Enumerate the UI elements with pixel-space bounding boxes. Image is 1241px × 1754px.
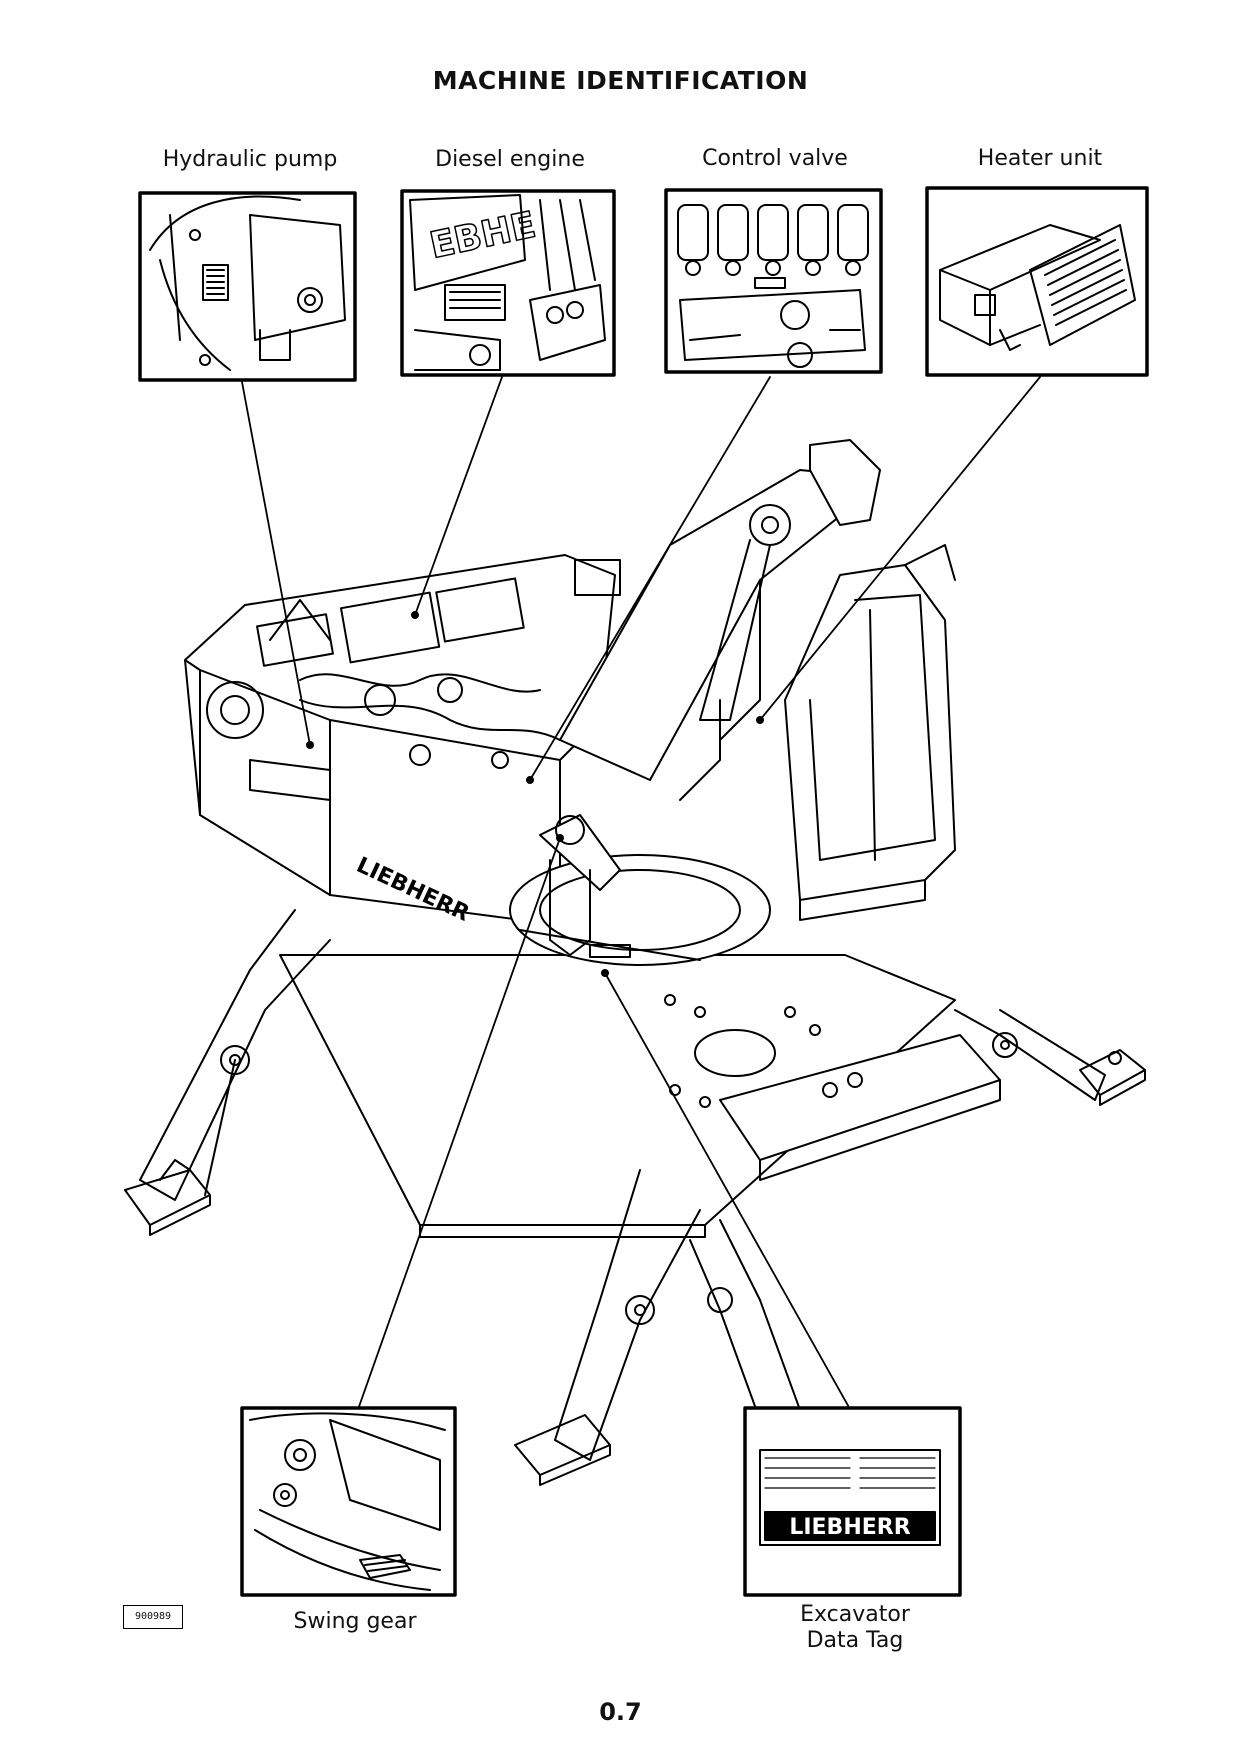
swing-ring	[509, 814, 771, 966]
document-code: 900989	[123, 1605, 183, 1629]
boom	[559, 439, 881, 801]
outrigger-left-rear	[124, 909, 331, 1236]
leader-diesel-engine	[414, 376, 503, 616]
outrigger-right-rear	[954, 1009, 1146, 1106]
label-data-tag-line1: Excavator	[800, 1602, 910, 1627]
label-data-tag-line2: Data Tag	[806, 1628, 904, 1653]
inset-diesel-engine: EBHE	[400, 189, 616, 377]
inset-hydraulic-pump	[138, 191, 357, 382]
inset-control-valve	[664, 188, 883, 374]
leader-hydraulic-pump	[241, 381, 311, 746]
inset-heater-unit	[925, 186, 1149, 377]
inset-swing-gear	[240, 1406, 457, 1597]
leader-heater-unit	[759, 376, 1041, 721]
undercarriage-frame	[279, 954, 1001, 1238]
outrigger-right-front	[689, 1219, 801, 1421]
leader-control-valve	[529, 376, 771, 781]
data-tag-brand-text: LIEBHERR	[789, 1515, 910, 1540]
page-title: MACHINE IDENTIFICATION	[432, 66, 809, 95]
leader-data-tag	[604, 972, 856, 1419]
operator-cab	[784, 544, 956, 921]
page-number: 0.7	[599, 1698, 642, 1726]
leader-lines	[241, 376, 1041, 1419]
label-diesel-engine: Diesel engine	[435, 147, 585, 172]
label-hydraulic-pump: Hydraulic pump	[162, 147, 338, 172]
outrigger-left-front	[514, 1169, 701, 1486]
label-control-valve: Control valve	[702, 146, 848, 171]
label-swing-gear: Swing gear	[293, 1609, 417, 1634]
label-heater-unit: Heater unit	[977, 146, 1103, 171]
leader-swing-gear	[354, 837, 561, 1419]
inset-data-tag: LIEBHERR	[743, 1406, 962, 1597]
